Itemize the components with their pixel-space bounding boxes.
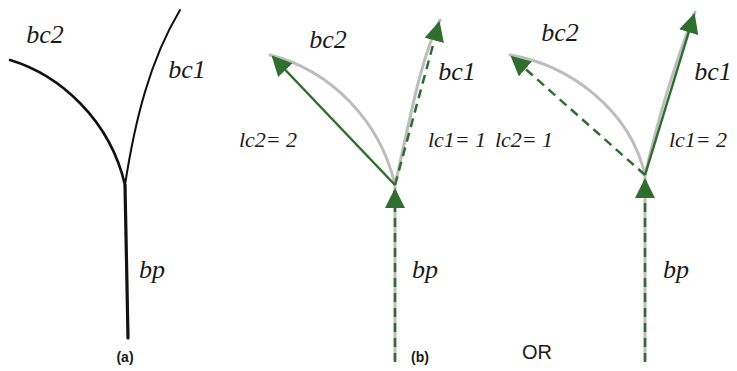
grey-branches — [510, 12, 695, 360]
panel-label: (a) — [116, 350, 133, 364]
branch-name: bc1 — [168, 57, 206, 83]
panel-label: (b) — [411, 350, 429, 364]
branch-name: bc1 — [694, 59, 732, 85]
length-label: lc1= 1 — [428, 129, 486, 151]
branch-name: bc2 — [26, 22, 64, 48]
length-label: lc1= 2 — [669, 129, 727, 151]
plain-branches — [10, 10, 180, 338]
branch-name: bc2 — [309, 27, 347, 53]
length-arrows — [512, 15, 694, 362]
branch-name: bp — [412, 257, 438, 283]
branch-name: bc2 — [541, 20, 579, 46]
branch-name: bp — [139, 257, 165, 283]
grey-branches — [270, 20, 440, 360]
branch-name: bp — [663, 257, 689, 283]
alternative-word: OR — [522, 342, 552, 362]
length-arrows — [273, 23, 439, 362]
length-label: lc2= 1 — [495, 129, 553, 151]
length-label: lc2= 2 — [239, 129, 297, 151]
branch-name: bc1 — [438, 59, 476, 85]
